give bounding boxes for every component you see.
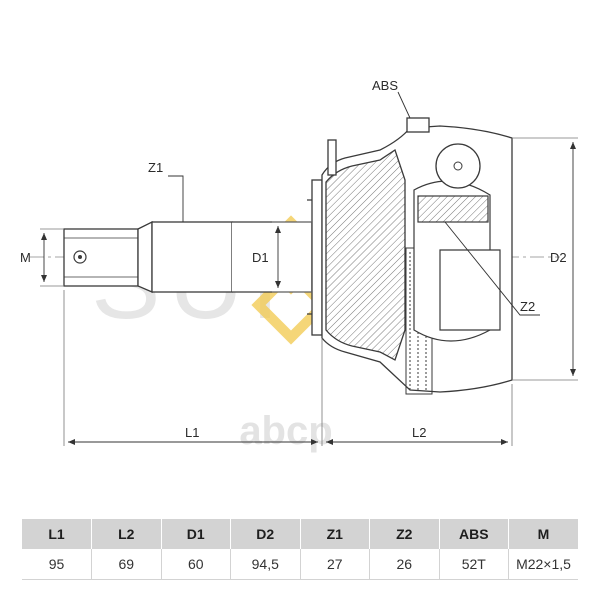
header-z1: Z1 xyxy=(300,519,370,549)
inner-race-cage xyxy=(413,180,501,342)
header-z2: Z2 xyxy=(369,519,440,549)
header-d2: D2 xyxy=(230,519,301,549)
header-l2: L2 xyxy=(91,519,162,549)
value-d2: 94,5 xyxy=(230,549,301,580)
spec-table: L1 L2 D1 D2 Z1 Z2 ABS M 95 69 60 94,5 27… xyxy=(22,519,578,580)
value-l1: 95 xyxy=(22,549,92,580)
watermark-site: аbcp xyxy=(239,409,332,453)
thread-hole-icon xyxy=(73,250,87,264)
header-m: M xyxy=(508,519,578,549)
value-abs: 52T xyxy=(439,549,509,580)
value-m: M22×1,5 xyxy=(508,549,578,580)
spec-header-row: L1 L2 D1 D2 Z1 Z2 ABS M xyxy=(22,519,578,549)
l1-label: L1 xyxy=(185,425,199,440)
l2-label: L2 xyxy=(412,425,426,440)
stub-shaft xyxy=(63,179,323,336)
abs-label: ABS xyxy=(372,78,398,93)
dimension-lines xyxy=(41,91,576,445)
value-z1: 27 xyxy=(300,549,370,580)
z2-label: Z2 xyxy=(520,299,535,314)
value-z2: 26 xyxy=(369,549,440,580)
z1-label: Z1 xyxy=(148,160,163,175)
extension-lines xyxy=(40,137,578,446)
d2-label: D2 xyxy=(550,250,567,265)
header-d1: D1 xyxy=(161,519,231,549)
ball-icon xyxy=(435,143,481,189)
value-d1: 60 xyxy=(161,549,231,580)
header-l1: L1 xyxy=(22,519,92,549)
spec-value-row: 95 69 60 94,5 27 26 52T M22×1,5 xyxy=(22,549,578,580)
cv-joint-drawing: SUFFIX аbcp xyxy=(20,78,578,453)
m-label: M xyxy=(20,250,31,265)
d1-label: D1 xyxy=(252,250,269,265)
value-l2: 69 xyxy=(91,549,162,580)
header-abs: ABS xyxy=(439,519,509,549)
